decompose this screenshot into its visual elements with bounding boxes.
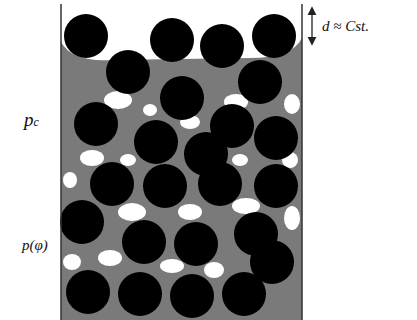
grain xyxy=(160,76,204,120)
grain xyxy=(122,220,166,264)
grain xyxy=(60,200,104,244)
grain xyxy=(106,50,150,94)
air-bubble xyxy=(120,154,136,166)
container-wall xyxy=(60,4,62,320)
air-bubble xyxy=(63,254,81,270)
grain xyxy=(174,222,218,266)
grain xyxy=(254,116,298,160)
thickness-arrow xyxy=(311,8,312,44)
grain xyxy=(66,270,110,314)
grain xyxy=(254,164,298,208)
grain xyxy=(238,60,282,104)
grain xyxy=(90,162,134,206)
air-bubble xyxy=(284,94,300,114)
air-bubble xyxy=(284,206,300,230)
air-bubble xyxy=(232,198,260,214)
dimension-label: d ≈ Cst. xyxy=(322,19,369,34)
grain xyxy=(150,18,194,62)
liquid xyxy=(61,38,302,320)
grains xyxy=(60,14,298,318)
grain xyxy=(143,164,187,208)
pressure-label: pc xyxy=(24,110,39,129)
container-wall xyxy=(301,4,303,320)
grain xyxy=(200,24,244,68)
grain xyxy=(170,274,214,318)
pressure-label: p(φ) xyxy=(22,238,48,253)
air-bubble xyxy=(118,203,146,221)
air-bubble xyxy=(204,262,224,278)
air-bubble xyxy=(98,250,122,266)
air-bubble xyxy=(63,172,77,188)
grain xyxy=(118,272,162,316)
air-bubble xyxy=(143,104,157,116)
grain xyxy=(74,102,118,146)
air-bubble xyxy=(178,204,202,220)
air-bubble xyxy=(232,154,248,166)
air-bubble xyxy=(160,259,184,273)
grain xyxy=(134,120,178,164)
grain xyxy=(198,162,242,206)
grain xyxy=(222,272,266,316)
air-bubble xyxy=(80,150,104,166)
grain xyxy=(252,14,296,58)
grain xyxy=(64,14,108,58)
